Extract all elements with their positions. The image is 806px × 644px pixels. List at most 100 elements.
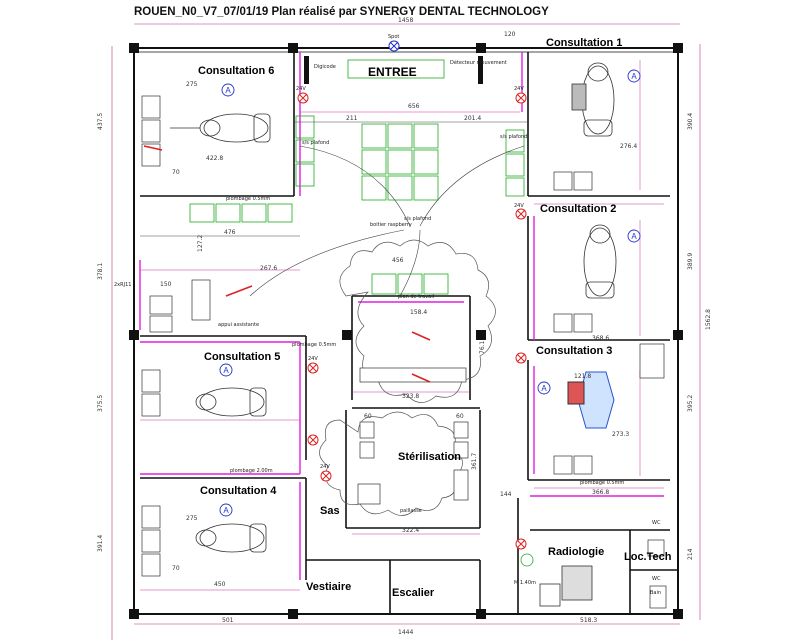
detecteur-label: Détecteur mouvement bbox=[450, 59, 507, 66]
revision-cloud-lower bbox=[319, 411, 463, 516]
dental-chair-consult5 bbox=[195, 387, 267, 417]
cabinets bbox=[141, 95, 667, 609]
dental-chair-consult4 bbox=[195, 523, 267, 553]
dim-2764: 276.4 bbox=[620, 143, 637, 150]
dim-3668: 366.8 bbox=[592, 489, 609, 496]
structural-columns bbox=[129, 43, 683, 619]
dim-150: 150 bbox=[160, 281, 172, 288]
room-label-consultation5: Consultation 5 bbox=[204, 351, 280, 363]
room-label-consultation2: Consultation 2 bbox=[540, 203, 616, 215]
room-label-radiologie: Radiologie bbox=[548, 546, 604, 558]
a-symbols: A A A A A A bbox=[219, 69, 641, 517]
dim-right-3: 395.2 bbox=[687, 395, 694, 412]
sp-plafond-label: s/s plafond bbox=[500, 134, 527, 140]
dim-456: 456 bbox=[392, 257, 404, 264]
sp-plafond-label: s/s plafond bbox=[302, 140, 329, 146]
dim-2676: 267.6 bbox=[260, 265, 277, 272]
bain-label: Bain bbox=[650, 590, 661, 596]
dim-144: 144 bbox=[500, 491, 512, 498]
plan-travail-label: plan de travail bbox=[398, 294, 434, 300]
magenta-partitions bbox=[139, 52, 664, 580]
room-label-sas: Sas bbox=[320, 505, 340, 517]
cable-routes bbox=[140, 121, 528, 297]
dim-1213: 121.8 bbox=[574, 373, 591, 380]
room-label-escalier: Escalier bbox=[392, 587, 435, 599]
entrance-door-frames bbox=[304, 56, 483, 84]
dim-2733: 273.3 bbox=[612, 431, 629, 438]
sp-plafond-label: s/s plafond bbox=[404, 216, 431, 222]
a-symbol-icon: A bbox=[219, 503, 233, 517]
svg-text:A: A bbox=[223, 506, 229, 515]
v24-label: 24V bbox=[514, 203, 524, 209]
room-label-loctech: Loc.Tech bbox=[624, 551, 672, 563]
dim-3617: 361.7 bbox=[471, 453, 478, 470]
a-symbol-icon: A bbox=[221, 83, 235, 97]
dim-bottom-total: 1444 bbox=[398, 629, 413, 636]
dim-211: 211 bbox=[346, 115, 358, 122]
dim-4228: 422.8 bbox=[206, 155, 223, 162]
appui-label: appui assistante bbox=[218, 322, 259, 328]
power-24v-icon bbox=[307, 362, 319, 374]
power-24v-icon bbox=[320, 470, 332, 482]
dim-right-2: 389.9 bbox=[687, 253, 694, 270]
power-24v-icon bbox=[515, 92, 527, 104]
dim-left-3: 375.5 bbox=[97, 395, 104, 412]
dim-450: 450 bbox=[214, 581, 226, 588]
room-label-consultation4: Consultation 4 bbox=[200, 485, 277, 497]
dim-275: 275 bbox=[186, 515, 198, 522]
dim-120: 120 bbox=[504, 31, 516, 38]
power-24v-icon bbox=[515, 352, 527, 364]
a-symbol-icon: A bbox=[537, 381, 551, 395]
dim-656: 656 bbox=[408, 103, 420, 110]
dim-476: 476 bbox=[224, 229, 236, 236]
dim-761: 76.1 bbox=[479, 340, 486, 354]
plan-title: ROUEN_N0_V7_07/01/19 Plan réalisé par SY… bbox=[134, 6, 549, 18]
dim-right-1: 390.4 bbox=[687, 113, 694, 130]
dim-right-4: 214 bbox=[687, 548, 694, 560]
dim-bottom-right: 518.3 bbox=[580, 617, 597, 624]
top-label: 2xRJ11 bbox=[114, 282, 131, 288]
svg-text:A: A bbox=[631, 232, 637, 241]
plombage-label: plombage 0.5mm bbox=[292, 342, 336, 348]
svg-text:A: A bbox=[541, 384, 547, 393]
room-label-consultation1: Consultation 1 bbox=[546, 37, 622, 49]
a-symbol-icon: A bbox=[627, 229, 641, 243]
svg-text:A: A bbox=[223, 366, 229, 375]
digicode-label: Digicode bbox=[314, 64, 336, 70]
svg-text:A: A bbox=[631, 72, 637, 81]
v24-label: 24V bbox=[296, 86, 306, 92]
wc-label: WC bbox=[652, 520, 661, 526]
plombage2-label: plombage 2.00m bbox=[230, 468, 273, 474]
v24-label: 24V bbox=[320, 464, 330, 470]
dim-1272: 127.2 bbox=[197, 235, 204, 252]
paillasse-label: paillasse bbox=[400, 508, 422, 514]
room-label-vestiaire: Vestiaire bbox=[306, 581, 351, 593]
dim-60: 60 bbox=[364, 413, 372, 420]
power-24v-icon bbox=[515, 538, 527, 550]
v24-label: 24V bbox=[514, 86, 524, 92]
room-label-entree: ENTREE bbox=[368, 65, 417, 79]
a-symbol-icon: A bbox=[627, 69, 641, 83]
power-24v-icon bbox=[297, 92, 309, 104]
dim-3224: 322.4 bbox=[402, 527, 419, 534]
a-symbol-icon: A bbox=[219, 363, 233, 377]
dim-3686: 368.6 bbox=[592, 335, 609, 342]
wc-label: WC bbox=[652, 576, 661, 582]
box-label: boitier raspberry bbox=[370, 222, 412, 228]
dim-1584: 158.4 bbox=[410, 309, 427, 316]
dim-275: 275 bbox=[186, 81, 198, 88]
svg-text:A: A bbox=[225, 86, 231, 95]
dim-201: 201.4 bbox=[464, 115, 481, 122]
dim-70: 70 bbox=[172, 565, 180, 572]
interior-walls bbox=[140, 52, 678, 614]
dim-left-1: 437.5 bbox=[97, 113, 104, 130]
plombage-label: plombage 0.5mm bbox=[226, 196, 270, 202]
room-label-sterilisation: Stérilisation bbox=[398, 451, 461, 463]
dim-right-total: 1562.8 bbox=[705, 309, 712, 330]
power-24v-icon bbox=[515, 208, 527, 220]
dim-60: 60 bbox=[456, 413, 464, 420]
m-label: M 1.40m bbox=[514, 580, 536, 586]
power-24v-icon bbox=[307, 434, 319, 446]
interior-dimension-lines bbox=[140, 60, 664, 591]
dim-left-4: 391.4 bbox=[97, 535, 104, 552]
